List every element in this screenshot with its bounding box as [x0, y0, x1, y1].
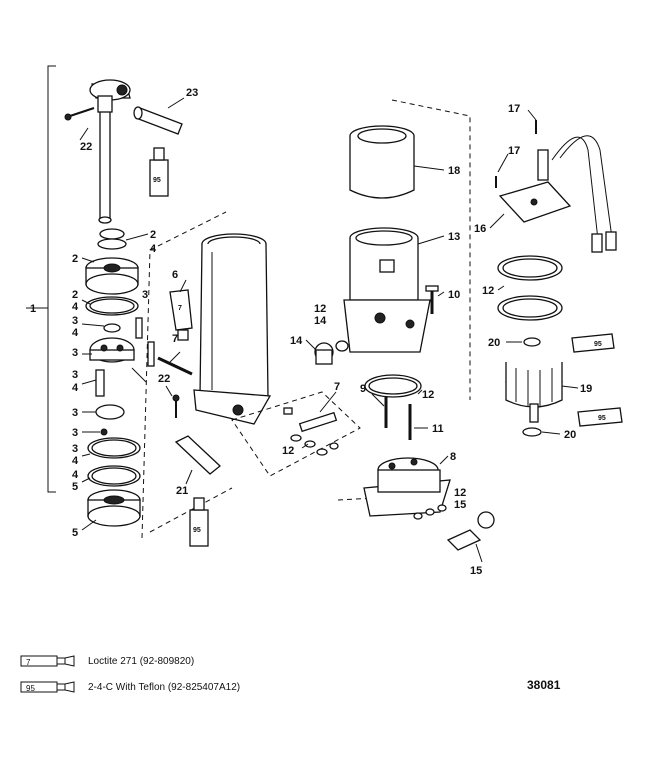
callout-4: 4	[72, 455, 79, 467]
callout-7: 7	[334, 381, 340, 393]
callout-3: 3	[142, 289, 148, 301]
armature-19	[505, 337, 563, 437]
grease-tube-top	[149, 147, 169, 197]
screw-22-mid	[172, 394, 180, 418]
pin-23	[133, 106, 183, 135]
drawing-number: 38081	[527, 678, 561, 692]
callout-11: 11	[432, 423, 444, 435]
callout-3: 3	[72, 427, 78, 439]
callout-14: 14	[290, 335, 303, 347]
small-parts-column	[131, 317, 155, 383]
callout-1: 1	[30, 303, 36, 315]
grease-tubes-right	[571, 333, 623, 427]
leader-lines	[79, 97, 579, 563]
legend-code-95: 95	[26, 684, 35, 693]
tube-code-95-top: 95	[153, 177, 161, 184]
callout-21: 21	[176, 485, 188, 497]
callout-13: 13	[448, 231, 460, 243]
pump-base-8	[363, 457, 451, 517]
callout-12: 12	[314, 303, 326, 315]
assembly-bracket	[26, 65, 56, 493]
tube-code-7: 7	[178, 305, 182, 312]
callout-17: 17	[508, 145, 520, 157]
bolt-7-left	[157, 356, 193, 376]
callout-12: 12	[282, 445, 294, 457]
callout-22: 22	[80, 141, 92, 153]
callout-labels: 1 2 4 2 2 4 3 4 3 3 4 3 3 3 4 4 5 5 22 2…	[30, 87, 592, 577]
oring-12-mid	[364, 374, 422, 398]
callout-4: 4	[72, 469, 79, 481]
callout-19: 19	[580, 383, 592, 395]
legend-text-loctite: Loctite 271 (92-809820)	[88, 655, 195, 667]
loctite-tube	[169, 289, 193, 341]
reservoir	[193, 233, 272, 425]
tube-icon: 95	[20, 681, 75, 693]
tube-icon: 7	[20, 655, 75, 667]
legend-code-7: 7	[26, 658, 31, 667]
screws-9-11	[384, 396, 412, 440]
tube-code-95-right-bottom: 95	[598, 415, 606, 422]
tube-codes: 95 7 95 95 95	[153, 177, 606, 534]
callout-20: 20	[488, 337, 500, 349]
screw-22-top	[64, 107, 95, 121]
callout-4: 4	[150, 243, 157, 255]
callout-12: 12	[454, 487, 466, 499]
callout-23: 23	[186, 87, 198, 99]
callout-12: 12	[422, 389, 434, 401]
callout-3: 3	[72, 443, 78, 455]
screws-17	[495, 120, 537, 188]
callout-4: 4	[72, 301, 79, 313]
tube-code-95-bottom: 95	[193, 527, 201, 534]
callout-15: 15	[470, 565, 482, 577]
callout-9: 9	[360, 383, 366, 395]
callout-14: 14	[314, 315, 327, 327]
callout-3: 3	[72, 369, 78, 381]
grease-tube-bottom	[189, 497, 209, 547]
callout-3: 3	[72, 407, 78, 419]
callout-2: 2	[72, 253, 78, 265]
end-cap-16	[498, 135, 617, 253]
callout-12: 12	[482, 285, 494, 297]
legend-grease: 95 2-4-C With Teflon (92-825407A12)	[20, 680, 240, 694]
callout-7: 7	[172, 333, 178, 345]
callout-15: 15	[454, 499, 466, 511]
callout-20: 20	[564, 429, 576, 441]
motor-housing-13	[343, 227, 431, 353]
valve-panel	[231, 391, 361, 477]
callout-3: 3	[72, 347, 78, 359]
sleeve-18	[349, 125, 415, 199]
manual-release-valve	[89, 79, 131, 224]
plug-14	[314, 340, 349, 365]
callout-3: 3	[72, 315, 78, 327]
callout-10: 10	[448, 289, 460, 301]
callout-2: 2	[72, 289, 78, 301]
legend-loctite: 7 Loctite 271 (92-809820)	[20, 654, 194, 668]
callout-6: 6	[172, 269, 178, 281]
legend-text-grease: 2-4-C With Teflon (92-825407A12)	[88, 681, 241, 693]
pin-21	[174, 435, 221, 475]
callout-22: 22	[158, 373, 170, 385]
seal-stack	[85, 228, 141, 527]
screw-10	[425, 285, 439, 314]
callout-8: 8	[450, 451, 456, 463]
callout-17: 17	[508, 103, 520, 115]
fitting-15	[413, 504, 495, 551]
tube-code-95-right-top: 95	[594, 341, 602, 348]
callout-18: 18	[448, 165, 460, 177]
callout-5: 5	[72, 481, 78, 493]
callout-4: 4	[72, 382, 79, 394]
orings-12-right	[497, 255, 563, 321]
callout-4: 4	[72, 327, 79, 339]
callout-2: 2	[150, 229, 156, 241]
callout-16: 16	[474, 223, 486, 235]
callout-5: 5	[72, 527, 78, 539]
